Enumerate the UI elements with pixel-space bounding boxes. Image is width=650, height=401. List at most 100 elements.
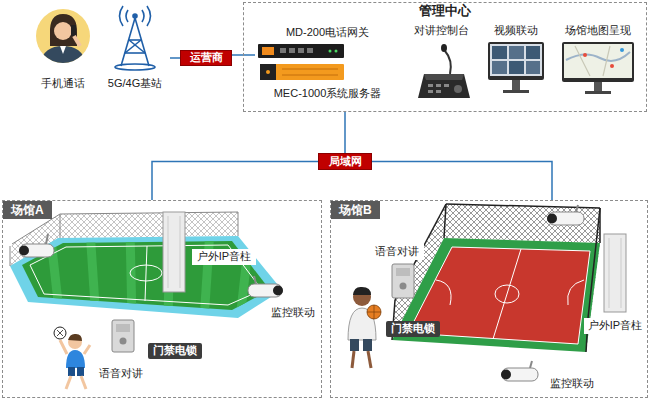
node-label: 视频联动 [494,24,538,37]
server-device-part [282,69,338,70]
management-zone: 管理中心MD-200电话网关MEC-1000系统服务器对讲控制台视频联动场馆地图… [243,2,647,112]
camera-part [19,246,29,256]
football-field-part-part [204,230,210,320]
map-monitor-icon-part [564,44,632,78]
video-monitor-icon-part [488,42,544,80]
speaker-column-part [609,238,610,308]
football-field-part-part [50,230,60,320]
gateway-device-part [329,50,332,53]
server-device-part [260,64,276,80]
basketball-court [392,204,600,352]
phone-user-icon-part-part [74,36,80,46]
box-heading: 场馆A [3,201,52,219]
kid-figure-part [367,305,381,319]
device-label: 户外IP音柱 [192,249,256,265]
kid-figure [54,327,90,389]
video-monitor-icon-part [509,61,524,74]
basketball-court-part [444,204,600,243]
gateway-device-part [289,48,295,53]
node-label: 语音对讲 [375,245,419,258]
football-field-part [50,230,250,320]
connector-line [170,57,180,59]
football-field-part [60,212,238,214]
kid-figure-part [68,367,75,376]
lan-band: 局域网 [318,153,372,170]
intercom-console-icon [418,44,470,98]
basketball-court-part-part [444,204,446,238]
camera-part [20,244,54,257]
node-label: 语音对讲 [99,367,143,380]
node-label: 监控联动 [550,377,594,390]
camera [501,361,538,381]
map-monitor-icon-part [594,82,602,91]
server-device [260,64,344,80]
camera [248,276,283,297]
node-label: 手机通话 [41,77,85,90]
device-label: 语音对讲 [370,244,424,260]
server-device-part [266,70,270,74]
football-field-part [60,214,61,238]
phone-user: 手机通话 [30,6,96,90]
speaker-column-part [163,212,185,292]
basketball-court-part [493,249,521,339]
gateway-device-part [335,50,338,53]
speaker-column-part [621,238,622,308]
node-label: 门禁电锁 [391,322,435,335]
base-station-icon-part [133,14,137,18]
camera-part [547,214,557,224]
node-label: 运营商 [190,51,223,64]
kid-figure-part [60,340,67,354]
map-monitor-icon [562,42,634,94]
intercom-console-icon-part [428,84,433,87]
device-label: 户外IP音柱 [584,318,647,334]
kid-figure-part [66,376,71,389]
kid-figure-part [54,327,66,339]
intercom-console-icon-part [424,74,464,80]
intercom-console-icon-part [436,90,441,93]
video-monitor-icon-part [526,61,540,74]
connector-line [152,162,318,201]
basketball-court-part [568,280,584,305]
base-station-icon-part [125,52,145,54]
camera-part [273,286,283,296]
node-label: 门禁电锁 [153,344,197,357]
node-label: MD-200电话网关 [286,26,369,39]
intercom-console-icon-part [441,44,447,52]
node-label: 场馆地图呈现 [565,24,631,37]
football-field-part [30,245,262,305]
phone-user-icon-part-part [50,14,77,46]
kid-figure-part [363,339,372,351]
gateway-device-part [262,47,274,55]
video-monitor-icon-part [490,44,542,76]
base-station-icon-part [115,64,155,70]
football-field-part [130,265,162,281]
camera-part [501,370,511,380]
basketball-court-part [436,280,451,305]
video-monitor-icon-part [503,90,529,93]
speaker-column-part [604,234,626,312]
device-label: 监控联动 [266,305,320,321]
venue-panel: 场馆A 户外IP音柱监控联动门禁电锁语音对讲 [2,200,322,398]
video-monitor-icon [488,42,544,93]
speaker-column [604,234,626,312]
gateway-device-part [307,48,313,53]
node-label: 局域网 [329,155,362,168]
carrier-band: 运营商 [180,50,232,66]
base-station-icon-part [125,40,141,53]
base-station-icon-part [147,6,151,26]
video-monitor-icon-part [512,80,520,90]
video-monitor-icon-part [509,46,524,59]
football-field-part [10,246,11,266]
base-station-icon-part [126,10,128,22]
kid-figure-part [353,287,371,295]
kid-figure-part [77,367,84,376]
camera-part [502,368,538,381]
gateway-device [258,44,344,58]
kid-figure [348,287,381,368]
speaker-column-part [180,216,181,288]
base-station-icon-part [142,10,144,22]
map-monitor-icon-part [562,42,634,82]
intercom-panel-part [120,338,127,345]
intercom-console-icon-part [428,90,433,93]
